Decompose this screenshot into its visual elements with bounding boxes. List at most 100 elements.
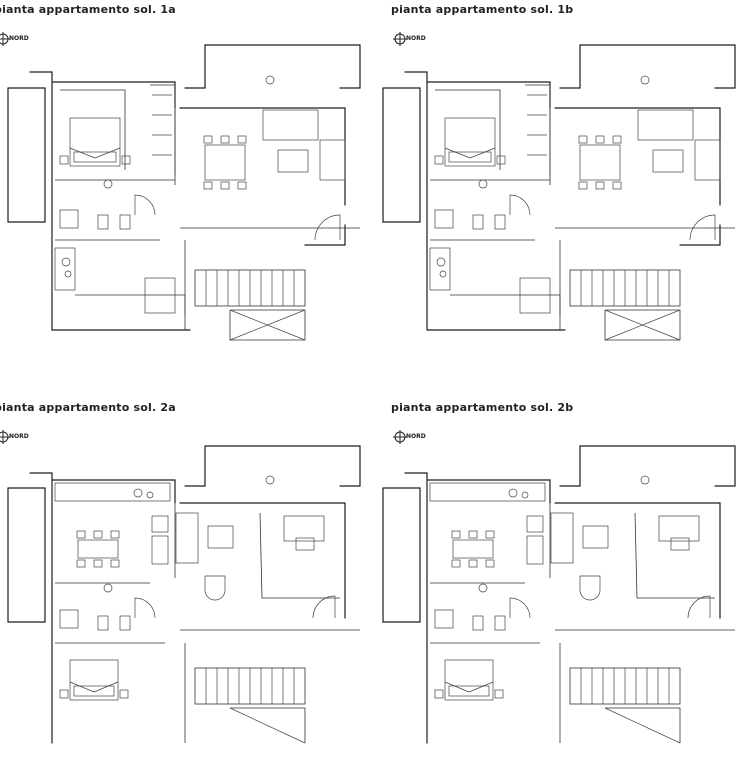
balcony-left bbox=[382, 487, 421, 623]
chair bbox=[485, 559, 495, 568]
void-cross bbox=[604, 707, 681, 744]
nightstand bbox=[59, 155, 69, 165]
compass-north-icon bbox=[0, 32, 10, 46]
hob-burner bbox=[436, 257, 446, 267]
coffee-table bbox=[207, 525, 234, 549]
nightstand bbox=[496, 155, 506, 165]
appliance bbox=[144, 277, 176, 314]
floor-plan-drawing bbox=[382, 44, 736, 341]
wardrobe bbox=[525, 84, 551, 175]
north-indicator: NORD bbox=[393, 430, 433, 446]
toilet-icon bbox=[472, 214, 484, 230]
sofa bbox=[637, 109, 694, 141]
shower bbox=[434, 209, 454, 229]
floor-plan-2a: pianta appartamento sol. 2a NORD bbox=[0, 398, 375, 773]
bed bbox=[444, 659, 494, 701]
plan-title: pianta appartamento sol. 1a bbox=[0, 3, 176, 16]
dining-table bbox=[77, 539, 119, 559]
exterior-wall bbox=[304, 224, 346, 246]
dining-table bbox=[452, 539, 494, 559]
floor-plan-drawing bbox=[7, 445, 361, 744]
pillow bbox=[448, 685, 490, 697]
hob-burner bbox=[439, 270, 447, 278]
column-circle bbox=[265, 475, 275, 485]
sink-icon bbox=[478, 179, 488, 189]
bed-cover-line bbox=[444, 147, 471, 159]
coffee-table bbox=[582, 525, 609, 549]
armchair bbox=[694, 139, 721, 181]
bed-cover-line bbox=[468, 681, 494, 693]
interior-wall bbox=[60, 89, 126, 170]
bidet-icon bbox=[494, 214, 506, 230]
sink-icon bbox=[151, 515, 169, 533]
nightstand bbox=[119, 689, 129, 699]
toilet-icon bbox=[579, 575, 601, 601]
column-circle bbox=[265, 75, 275, 85]
chair bbox=[220, 135, 230, 144]
hob-burner bbox=[508, 488, 518, 498]
door-swing bbox=[689, 214, 716, 241]
chair bbox=[595, 181, 605, 190]
hob-burner bbox=[521, 491, 529, 499]
appliance bbox=[526, 535, 544, 565]
desk bbox=[283, 515, 325, 542]
chair bbox=[76, 530, 86, 539]
toilet-icon bbox=[97, 214, 109, 230]
hob-burner bbox=[133, 488, 143, 498]
balcony-left bbox=[382, 87, 421, 223]
landing bbox=[230, 707, 306, 743]
bidet-icon bbox=[119, 214, 131, 230]
sink-icon bbox=[103, 179, 113, 189]
kitchen-counter bbox=[450, 294, 561, 315]
floor-plan-1b: pianta appartamento sol. 1b NORD bbox=[375, 0, 750, 375]
door-swing bbox=[312, 595, 336, 619]
chair bbox=[468, 530, 478, 539]
kitchen-counter bbox=[54, 247, 76, 291]
bed-cover-line bbox=[69, 147, 96, 159]
coffee-table bbox=[652, 149, 684, 173]
north-label: NORD bbox=[406, 35, 426, 42]
floor-plan-drawing bbox=[7, 44, 361, 341]
toilet-icon bbox=[204, 575, 226, 601]
shower bbox=[434, 609, 454, 629]
balcony-top bbox=[579, 445, 736, 487]
chair bbox=[203, 181, 213, 190]
toilet-icon bbox=[472, 615, 484, 631]
balcony-top bbox=[559, 445, 581, 487]
interior-wall bbox=[259, 512, 340, 599]
chair bbox=[468, 559, 478, 568]
bed-cover-line bbox=[444, 681, 470, 693]
exterior-wall bbox=[29, 71, 53, 331]
pillow bbox=[73, 685, 115, 697]
nightstand bbox=[59, 689, 69, 699]
appliance bbox=[151, 535, 169, 565]
void-cross bbox=[229, 707, 306, 744]
wardrobe bbox=[150, 84, 176, 175]
exterior-wall bbox=[51, 479, 176, 504]
door-swing bbox=[134, 597, 156, 619]
chair bbox=[578, 135, 588, 144]
exterior-wall bbox=[679, 224, 721, 246]
chair bbox=[595, 135, 605, 144]
chair bbox=[76, 559, 86, 568]
chair bbox=[237, 181, 247, 190]
exterior-wall bbox=[404, 71, 428, 331]
hob-burner bbox=[64, 270, 72, 278]
dining-table bbox=[579, 144, 621, 181]
sink-icon bbox=[103, 583, 113, 593]
kitchen-counter bbox=[429, 482, 546, 502]
door-swing bbox=[134, 194, 156, 216]
sofa bbox=[175, 512, 199, 564]
exterior-wall bbox=[179, 502, 346, 619]
sink-icon bbox=[478, 583, 488, 593]
chair bbox=[451, 559, 461, 568]
kitchen-counter bbox=[429, 247, 451, 291]
coffee-table bbox=[277, 149, 309, 173]
kitchen-counter bbox=[75, 294, 186, 315]
north-label: NORD bbox=[9, 433, 29, 440]
void-cross bbox=[604, 309, 681, 341]
door-swing bbox=[509, 194, 531, 216]
pillow bbox=[448, 151, 492, 163]
bed bbox=[69, 659, 119, 701]
balcony-top bbox=[204, 445, 361, 487]
